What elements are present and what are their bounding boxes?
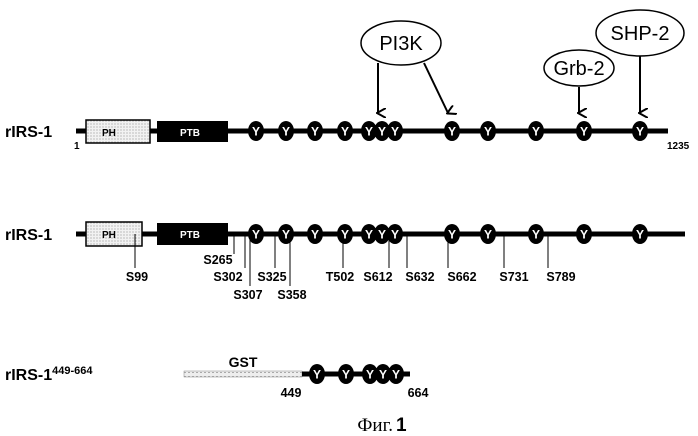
- tyrosine-marker: Y: [387, 121, 403, 141]
- row2-ph-label: PH: [102, 230, 116, 241]
- figure-caption: Фиг.1: [357, 415, 407, 436]
- row2-phosphosites: rIRS-1 PH PTB YYYYYYYYYYYY S99S265S302S3…: [5, 222, 685, 302]
- adapter-shp2-label: SHP-2: [611, 23, 670, 45]
- row1-start: 1: [74, 141, 80, 152]
- tyrosine-label: Y: [484, 125, 492, 139]
- tyrosine-label: Y: [378, 125, 386, 139]
- tyrosine-label: Y: [532, 125, 540, 139]
- site-label-s731: S731: [499, 270, 528, 284]
- row2-ptb-label: PTB: [180, 230, 200, 241]
- row1-label: rIRS-1: [5, 124, 52, 141]
- row2-tyrosines: YYYYYYYYYYYY: [248, 224, 648, 244]
- site-label-s302: S302: [213, 270, 242, 284]
- adapter-pi3k: PI3K: [361, 21, 448, 113]
- tyrosine-label: Y: [311, 125, 319, 139]
- tyrosine-label: Y: [580, 125, 588, 139]
- row2-site-labels: S99 S265S302S307 S325S358 T502 S612 S632 S662 S…: [126, 253, 576, 302]
- tyrosine-label: Y: [391, 125, 399, 139]
- tyrosine-label: Y: [365, 125, 373, 139]
- tyrosine-label: Y: [484, 228, 492, 242]
- site-label-t502: T502: [326, 270, 355, 284]
- site-label-s99: S99: [126, 270, 148, 284]
- tyrosine-marker: Y: [480, 224, 496, 244]
- site-label-s325: S325: [257, 270, 286, 284]
- tyrosine-label: Y: [341, 228, 349, 242]
- tyrosine-marker: Y: [309, 364, 325, 384]
- tyrosine-label: Y: [379, 368, 387, 382]
- tyrosine-marker: Y: [444, 121, 460, 141]
- tyrosine-label: Y: [365, 228, 373, 242]
- tyrosine-label: Y: [448, 228, 456, 242]
- tyrosine-marker: Y: [387, 224, 403, 244]
- tyrosine-marker: Y: [307, 121, 323, 141]
- row2-label: rIRS-1: [5, 227, 52, 244]
- tyrosine-marker: Y: [632, 121, 648, 141]
- tyrosine-label: Y: [532, 228, 540, 242]
- adapter-grb2-label: Grb-2: [553, 58, 604, 80]
- row1-end: 1235: [667, 141, 690, 152]
- tyrosine-marker: Y: [388, 364, 404, 384]
- tyrosine-label: Y: [580, 228, 588, 242]
- tyrosine-label: Y: [311, 228, 319, 242]
- row1-ph-label: PH: [102, 128, 116, 139]
- tyrosine-label: Y: [392, 368, 400, 382]
- tyrosine-marker: Y: [338, 364, 354, 384]
- row1-ptb-label: PTB: [180, 128, 200, 139]
- site-label-s307: S307: [233, 288, 262, 302]
- tyrosine-marker: Y: [337, 224, 353, 244]
- arrow-icon: [424, 63, 448, 113]
- tyrosine-marker: Y: [248, 121, 264, 141]
- gst-tag: [184, 371, 302, 377]
- tyrosine-marker: Y: [576, 121, 592, 141]
- site-label-s662: S662: [447, 270, 476, 284]
- tyrosine-marker: Y: [278, 224, 294, 244]
- tyrosine-marker: Y: [480, 121, 496, 141]
- site-label-s265: S265: [203, 253, 232, 267]
- tyrosine-marker: Y: [632, 224, 648, 244]
- tyrosine-marker: Y: [444, 224, 460, 244]
- tyrosine-marker: Y: [307, 224, 323, 244]
- tyrosine-marker: Y: [248, 224, 264, 244]
- tyrosine-label: Y: [313, 368, 321, 382]
- row3-end: 664: [408, 386, 429, 400]
- tyrosine-label: Y: [391, 228, 399, 242]
- row3-gst-fusion: rIRS-1449-664 GST YYYYY 449 664: [5, 354, 428, 400]
- row3-label: rIRS-1449-664: [5, 365, 93, 384]
- tyrosine-label: Y: [448, 125, 456, 139]
- tyrosine-marker: Y: [576, 224, 592, 244]
- site-label-s612: S612: [363, 270, 392, 284]
- tyrosine-marker: Y: [528, 224, 544, 244]
- tyrosine-label: Y: [366, 368, 374, 382]
- adapter-pi3k-label: PI3K: [379, 33, 423, 55]
- gst-label: GST: [229, 354, 258, 370]
- adapter-grb2: Grb-2: [544, 50, 614, 113]
- site-label-s358: S358: [277, 288, 306, 302]
- row1-full-length: rIRS-1 PH PTB 1 1235 YYYYYYYYYYYY PI3K G…: [5, 10, 690, 152]
- row1-ph-domain: [86, 120, 150, 143]
- tyrosine-label: Y: [282, 228, 290, 242]
- tyrosine-marker: Y: [337, 121, 353, 141]
- tyrosine-label: Y: [341, 125, 349, 139]
- tyrosine-label: Y: [636, 125, 644, 139]
- tyrosine-marker: Y: [278, 121, 294, 141]
- tyrosine-label: Y: [252, 228, 260, 242]
- tyrosine-label: Y: [252, 125, 260, 139]
- row3-start: 449: [281, 386, 302, 400]
- row1-tyrosines: YYYYYYYYYYYY: [248, 121, 648, 141]
- tyrosine-label: Y: [342, 368, 350, 382]
- site-label-s789: S789: [546, 270, 575, 284]
- tyrosine-label: Y: [282, 125, 290, 139]
- site-label-s632: S632: [405, 270, 434, 284]
- tyrosine-marker: Y: [528, 121, 544, 141]
- tyrosine-label: Y: [378, 228, 386, 242]
- tyrosine-label: Y: [636, 228, 644, 242]
